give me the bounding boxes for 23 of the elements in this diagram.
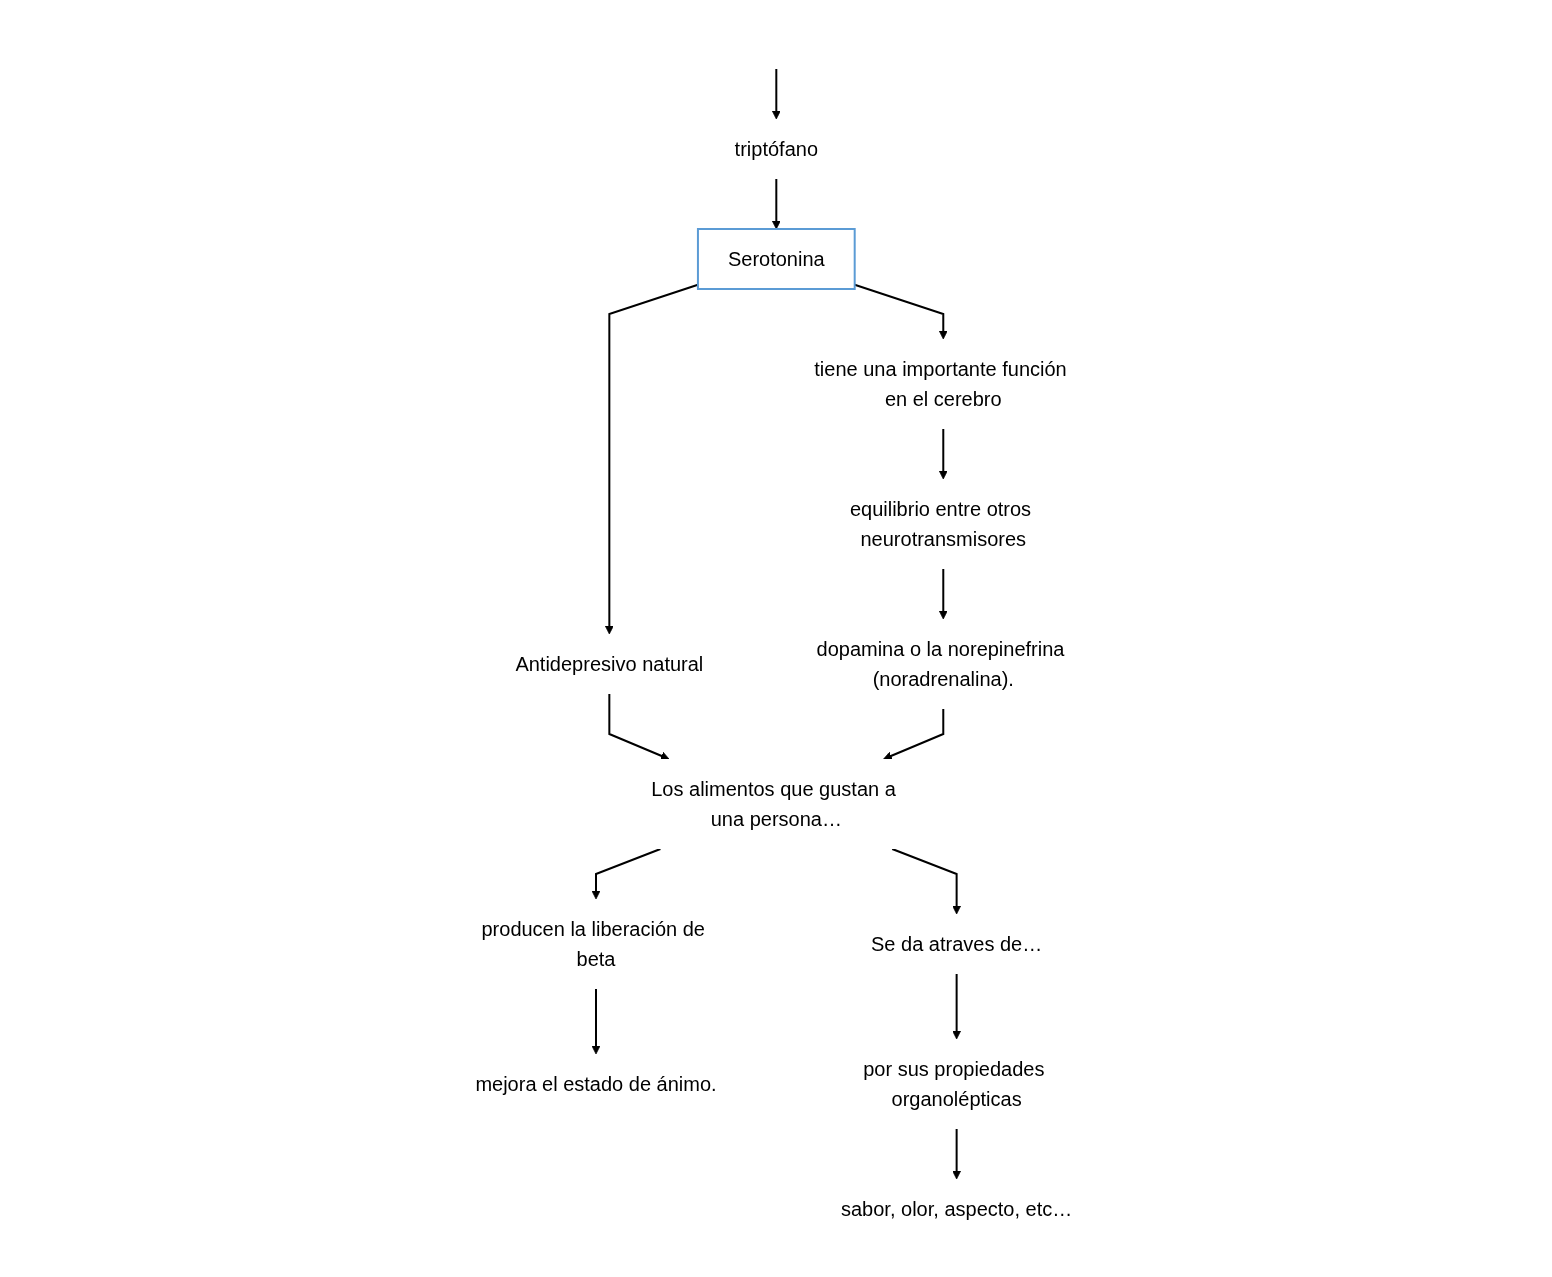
node-text: triptófano	[734, 137, 818, 160]
arrow	[951, 1127, 961, 1179]
arrow	[938, 427, 948, 479]
arrow	[890, 847, 961, 914]
arrow	[771, 67, 781, 119]
arrow	[951, 972, 961, 1039]
node-text: mejora el estado de ánimo.	[475, 1072, 717, 1095]
node-text: sabor, olor, aspecto, etc…	[840, 1197, 1072, 1220]
node-text: equilibrio entre otros neurotransmisores	[849, 497, 1031, 550]
node-box: Serotonina	[696, 227, 856, 290]
arrow	[591, 987, 601, 1054]
node-text: tiene una importante función en el cerebro	[813, 357, 1067, 410]
node-text: producen la liberación de beta	[481, 917, 705, 970]
node-text: Antidepresivo natural	[515, 652, 703, 675]
node-text: Los alimentos que gustan a una persona…	[650, 777, 896, 830]
node-text: dopamina o la norepinefrina (noradrenalina).	[816, 637, 1065, 690]
node-text: Se da atraves de…	[870, 932, 1042, 955]
arrow	[591, 847, 662, 899]
arrow	[771, 177, 781, 229]
arrow	[608, 692, 670, 760]
arrow	[882, 707, 944, 760]
node-text: por sus propiedades organolépticas	[862, 1057, 1045, 1110]
arrow	[938, 567, 948, 619]
